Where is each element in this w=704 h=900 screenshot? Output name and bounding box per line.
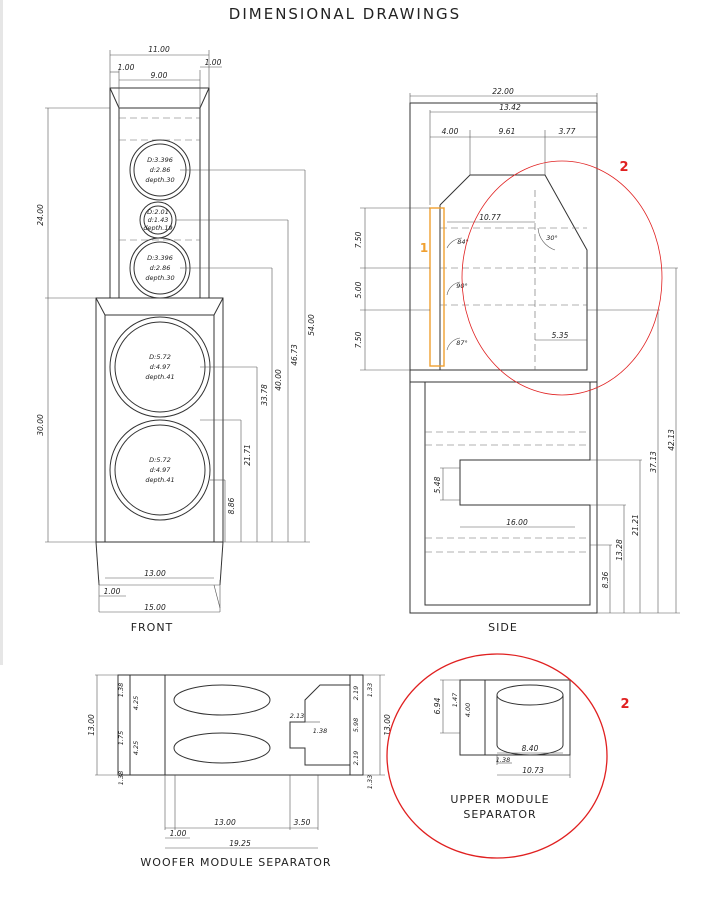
dim-bottom-margin: 1.00 (104, 587, 121, 596)
marker-2-upper: 2 (620, 697, 629, 712)
marker-2-side: 2 (619, 160, 628, 175)
us-dim-h147: 1.47 (451, 692, 459, 707)
dim-h6: 54.00 (307, 314, 316, 336)
svg-text:depth.41: depth.41 (145, 476, 174, 484)
dim-inner-width: 9.00 (151, 71, 168, 80)
front-caption: FRONT (131, 621, 174, 634)
side-caption: SIDE (488, 621, 518, 634)
angle-84: 84° (457, 238, 469, 246)
page-title: DIMENSIONAL DRAWINGS (229, 5, 461, 23)
dim-21-21: 21.21 (631, 514, 640, 535)
marker-1: 1 (420, 241, 428, 255)
dim-h1: 8.86 (227, 497, 236, 514)
ws-dim-r219b: 2.19 (352, 751, 360, 765)
dim-4-00: 4.00 (442, 127, 459, 136)
dim-37-13: 37.13 (649, 451, 658, 473)
dim-7-50a: 7.50 (354, 231, 363, 248)
svg-text:D:3.396: D:3.396 (147, 254, 173, 262)
ws-dim-b1925: 19.25 (229, 839, 251, 848)
marker-circle-2-side (461, 160, 663, 396)
ws-dim-r219a: 2.19 (352, 686, 360, 700)
svg-text:depth.19: depth.19 (143, 224, 172, 232)
dim-3-77: 3.77 (559, 127, 576, 136)
svg-text:D:5.72: D:5.72 (149, 353, 171, 361)
driver-woofer-2: D:5.72 d:4.97 depth.41 (109, 419, 211, 521)
svg-text:D:5.72: D:5.72 (149, 456, 171, 464)
us-dim-h694: 6.94 (433, 697, 442, 714)
ws-dim-425b: 4.25 (132, 741, 140, 755)
ws-dim-138a: 1.38 (117, 683, 125, 697)
ws-dim-r598: 5.98 (352, 718, 360, 732)
us-dim-w1073: 10.73 (522, 766, 544, 775)
svg-text:depth.41: depth.41 (145, 373, 174, 381)
woofer-separator-caption: WOOFER MODULE SEPARATOR (140, 856, 331, 869)
ws-dim-175: 1.75 (117, 731, 125, 745)
dim-5-48: 5.48 (433, 476, 442, 493)
angle-87: 87° (456, 339, 468, 347)
ws-dim-b100: 1.00 (170, 829, 187, 838)
us-dim-w138: 1.38 (496, 756, 510, 764)
dim-9-61: 9.61 (499, 127, 516, 136)
front-view: D:3.396 d:2.86 depth.30 D:2.01 d:1.43 de… (36, 45, 316, 634)
dim-top-width: 11.00 (148, 45, 170, 54)
svg-text:d:4.97: d:4.97 (150, 363, 172, 371)
svg-text:depth.30: depth.30 (145, 274, 174, 282)
dim-5-35: 5.35 (552, 331, 569, 340)
dim-h4: 40.00 (274, 369, 283, 391)
driver-tweeter: D:2.01 d:1.43 depth.19 (139, 201, 177, 239)
ws-dim-425a: 4.25 (132, 696, 140, 710)
ws-dim-r133a: 1.33 (366, 683, 374, 697)
dim-13-28: 13.28 (615, 539, 624, 561)
dim-h3: 33.78 (260, 384, 269, 406)
svg-text:D:3.396: D:3.396 (147, 156, 173, 164)
dim-7-50b: 7.50 (354, 331, 363, 348)
dim-bottom-width: 15.00 (144, 603, 166, 612)
upper-separator-caption-line1: UPPER MODULE (450, 793, 549, 806)
angle-30: 30° (546, 234, 558, 242)
driver-woofer-1: D:5.72 d:4.97 depth.41 (109, 316, 211, 418)
ws-dim-i213: 2.13 (290, 712, 304, 720)
svg-text:d:1.43: d:1.43 (148, 216, 169, 224)
ws-dim-i138: 1.38 (313, 727, 327, 735)
upper-module-separator: 6.94 1.47 4.00 8.40 1.38 10.73 UPPER MOD… (386, 653, 630, 859)
ws-dim-b350: 3.50 (294, 818, 311, 827)
dim-total-depth: 22.00 (492, 87, 514, 96)
page-side-strip (0, 0, 3, 665)
svg-text:depth.30: depth.30 (145, 176, 174, 184)
dim-h2: 21.71 (243, 444, 252, 465)
svg-text:D:2.01: D:2.01 (147, 208, 169, 216)
dim-upper-height: 24.00 (36, 204, 45, 226)
us-dim-w840: 8.40 (522, 744, 539, 753)
side-baffle (429, 207, 445, 367)
side-outer (409, 102, 598, 614)
woofer-module-separator: 13.00 1.38 4.25 1.75 4.25 1.38 1.33 2.19… (87, 674, 392, 869)
marker-circle-2-upper (386, 653, 608, 859)
dim-8-36: 8.36 (601, 571, 610, 588)
dim-16-00: 16.00 (506, 518, 528, 527)
upper-separator-caption-line2: SEPARATOR (463, 808, 536, 821)
ws-dim-138b: 1.38 (117, 771, 125, 785)
dim-10-77: 10.77 (479, 213, 501, 222)
dim-h5: 46.73 (290, 344, 299, 366)
dim-left-margin: 1.00 (118, 63, 135, 72)
ws-dim-r1300: 13.00 (383, 714, 392, 736)
svg-text:d:4.97: d:4.97 (150, 466, 172, 474)
svg-text:d:2.86: d:2.86 (150, 166, 171, 174)
ws-dim-r133b: 1.33 (366, 775, 374, 789)
dim-lower-height: 30.00 (36, 414, 45, 436)
us-dim-h400: 4.00 (464, 703, 472, 717)
svg-text:d:2.86: d:2.86 (150, 264, 171, 272)
dim-5-00: 5.00 (354, 281, 363, 298)
side-view: 1 22.00 13.42 4.00 9.61 3.77 10.77 30° 8… (354, 87, 680, 634)
ws-dim-height: 13.00 (87, 714, 96, 736)
dim-bottom-inner: 13.00 (144, 569, 166, 578)
dim-13-42: 13.42 (499, 103, 521, 112)
dim-42-13: 42.13 (667, 429, 676, 451)
dim-right-margin: 1.00 (205, 58, 222, 67)
ws-dim-b1300: 13.00 (214, 818, 236, 827)
